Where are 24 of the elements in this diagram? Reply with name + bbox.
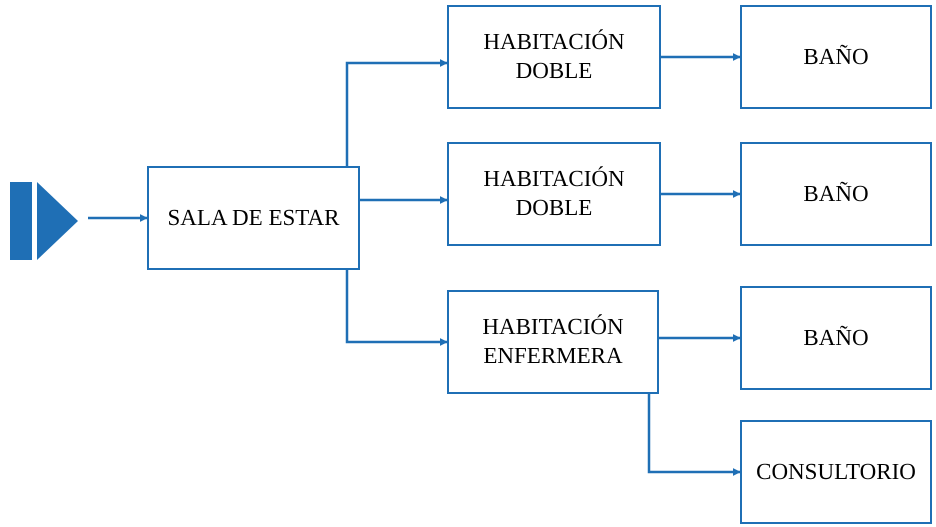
room-box: [447, 290, 659, 394]
arrow: [88, 214, 148, 222]
arrow: [661, 53, 741, 61]
arrow: [648, 394, 741, 476]
room-box: [740, 420, 932, 524]
arrow: [346, 59, 448, 166]
room-label: BAÑO: [802, 180, 870, 208]
room-label: HABITACIÓN DOBLE: [482, 28, 626, 85]
room-box: [740, 286, 932, 390]
room-label: SALA DE ESTAR: [166, 204, 340, 232]
room-box: [447, 5, 661, 109]
room-box: [447, 142, 661, 246]
room-label: CONSULTORIO: [755, 458, 917, 486]
room-label: HABITACIÓN DOBLE: [482, 165, 626, 222]
room-box: [740, 142, 932, 246]
arrow: [346, 270, 448, 346]
room-box: [147, 166, 360, 270]
room-box: [740, 5, 932, 109]
room-label: BAÑO: [802, 324, 870, 352]
arrow: [661, 190, 741, 198]
arrow: [360, 196, 448, 204]
room-label: BAÑO: [802, 42, 870, 71]
room-label: HABITACIÓN ENFERMERA: [481, 313, 625, 370]
arrow: [659, 334, 741, 342]
